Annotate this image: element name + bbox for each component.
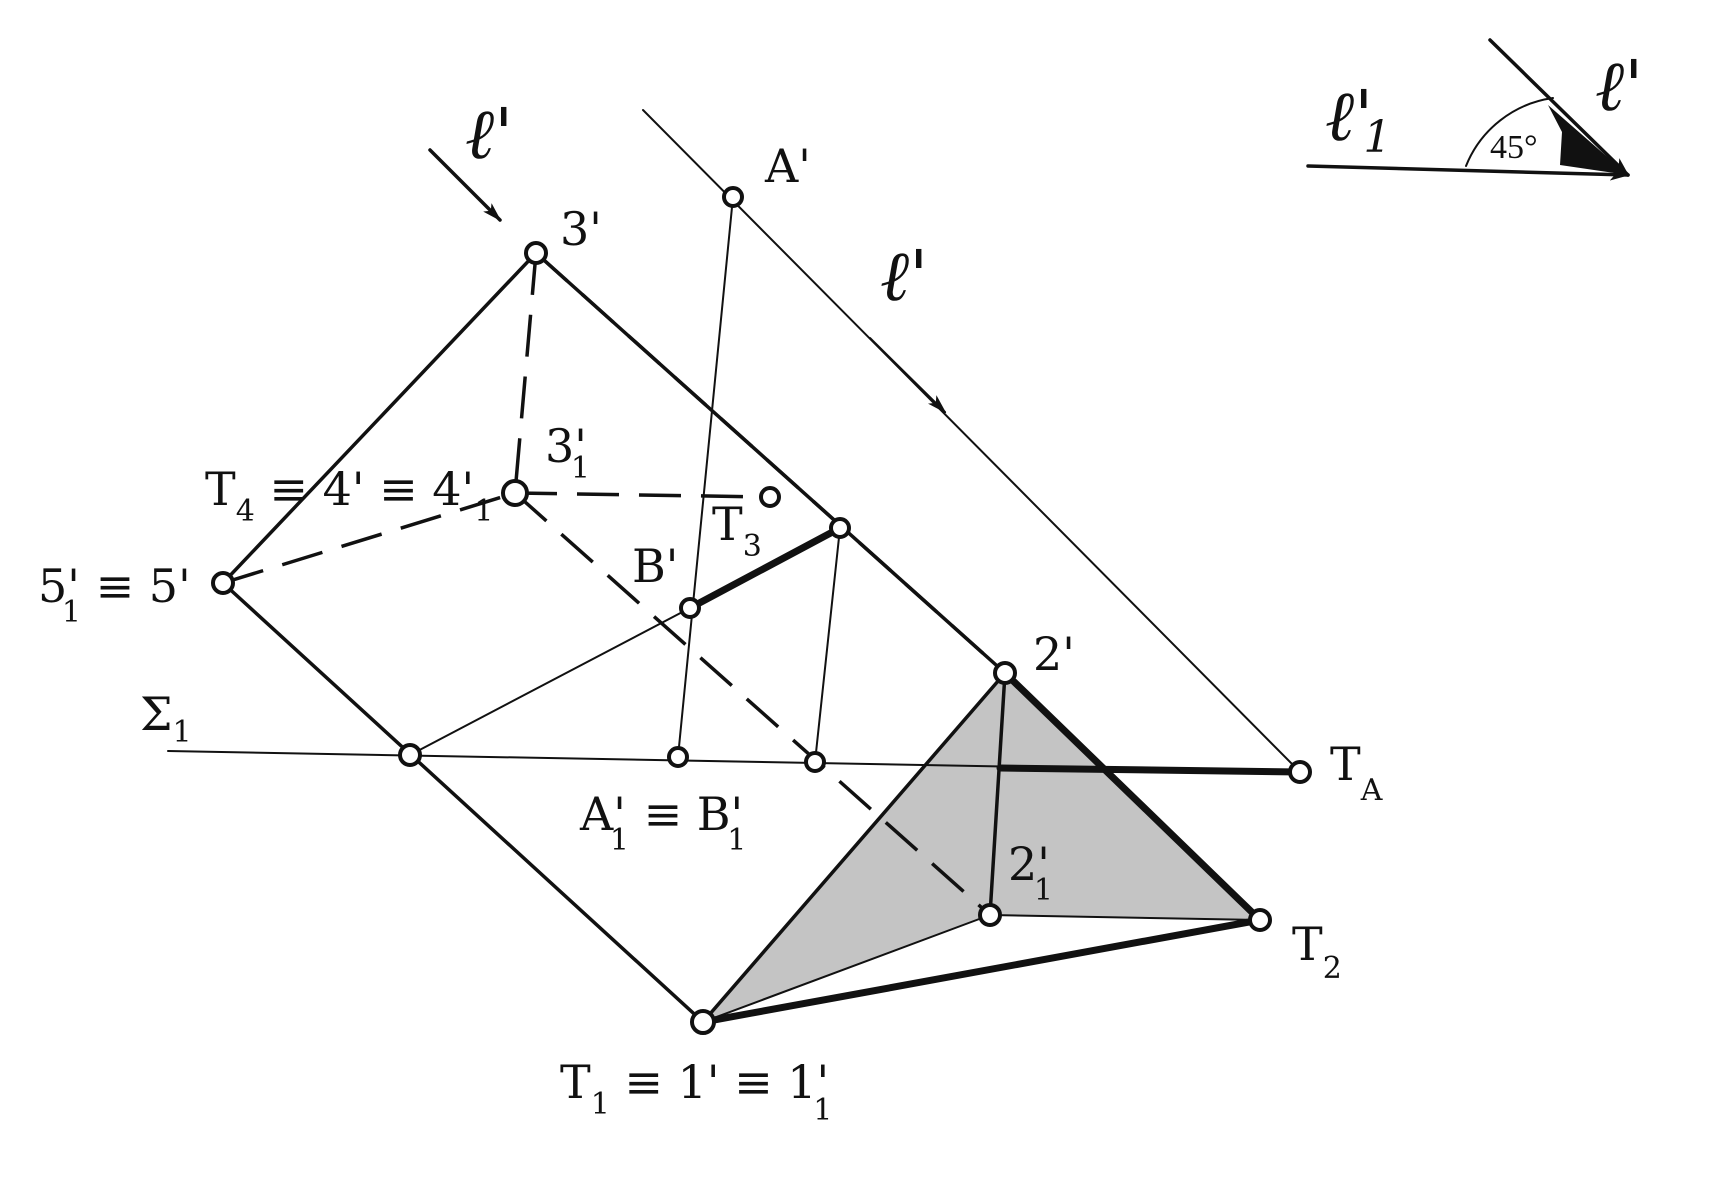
label-3-1: 3'1 — [545, 419, 590, 486]
label-2: 2' — [1033, 627, 1075, 681]
shadow-edge-2-T2 — [1001, 669, 1264, 924]
point-5 — [211, 571, 235, 595]
point-2-1 — [978, 903, 1002, 927]
label-A1-B1: A'1 ≡ B'1 — [579, 787, 746, 858]
light-ray-line — [642, 109, 1301, 773]
legend-l: ℓ' — [1595, 45, 1643, 127]
edge-1-2 — [701, 671, 1007, 1024]
label-T4: T4 ≡ 4' ≡ 4'1 — [205, 462, 493, 529]
hidden-edge-3-2-1 — [534, 251, 1007, 675]
point-T2 — [1248, 908, 1272, 932]
legend-angle: 45° — [1490, 129, 1538, 166]
shadow-line-B-T3 — [686, 524, 844, 612]
hidden-edge-4-2-1 — [513, 491, 992, 917]
label-l-large: ℓ' — [880, 235, 928, 317]
legend-l1: ℓ'1 — [1325, 75, 1391, 163]
edge-2-2-1 — [988, 671, 1007, 917]
shadow-edge-1-2-1 — [702, 914, 991, 1023]
point-A — [722, 186, 744, 208]
angle-arc — [1465, 97, 1554, 167]
point-sigma-right — [804, 751, 826, 773]
label-5: 5'1 ≡ 5' — [38, 559, 191, 630]
label-A: A' — [764, 139, 811, 193]
label-B: B' — [632, 539, 678, 593]
label-TA: TA — [1330, 737, 1383, 808]
point-2 — [993, 661, 1017, 685]
point-sigma-left — [398, 743, 422, 767]
shadow-face-dark — [703, 673, 1260, 1022]
label-T1: T1 ≡ 1' ≡ 1'1 — [560, 1055, 832, 1128]
point-3 — [524, 241, 548, 265]
line-B-T3 — [814, 527, 841, 763]
edge-5-1 — [221, 581, 705, 1024]
hidden-edge-4-T3 — [514, 491, 771, 499]
direction-arrow-small — [428, 148, 502, 222]
shadow-edge-1-T2 — [699, 916, 1264, 1026]
point-1 — [690, 1009, 716, 1035]
legend-l-arrow — [1488, 38, 1630, 177]
line-sigma-B — [409, 607, 691, 756]
point-A1-B1 — [667, 746, 689, 768]
label-3: 3' — [560, 202, 602, 256]
point-TA — [1288, 760, 1312, 784]
point-T3 — [759, 486, 781, 508]
label-l-small: ℓ' — [465, 93, 513, 175]
light-ray-arrow — [869, 337, 947, 414]
direction-legend: 45° ℓ'1 ℓ' — [1306, 38, 1643, 181]
label-2-1: 2'1 — [1008, 837, 1053, 908]
label-sigma-1: Σ1 — [140, 687, 192, 750]
legend-arrow-tip — [1548, 105, 1628, 175]
legend-l1-arrow — [1306, 164, 1630, 181]
label-T3: T3 — [712, 497, 762, 564]
point-B — [679, 597, 701, 619]
line-A-A1 — [677, 196, 734, 758]
shadow-edge-TA — [996, 764, 1304, 776]
hidden-edge-5-4 — [222, 491, 516, 585]
shadow-edge-2-1-T2 — [989, 914, 1261, 921]
edge-5-3 — [221, 251, 538, 585]
label-T2: T2 — [1292, 917, 1342, 986]
hidden-edge-3-4 — [513, 252, 538, 494]
point-T3-edge — [829, 517, 851, 539]
point-4 — [501, 479, 529, 507]
